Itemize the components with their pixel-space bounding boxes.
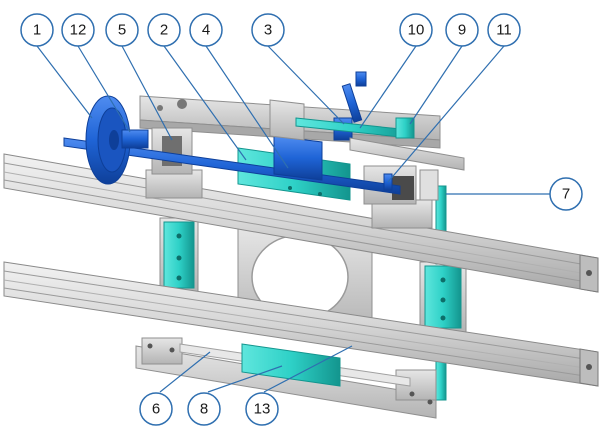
callout-9-label: 9 [458,22,466,39]
callout-11: 11 [487,13,521,47]
callout-9: 9 [445,13,479,47]
left-vertical-guide [159,217,199,293]
leader-2 [163,45,247,161]
leader-9 [409,45,463,125]
callout-11-label: 11 [496,22,512,39]
callout-7: 7 [549,177,583,211]
lower-linear-guide [241,343,341,387]
callout-8: 8 [187,392,221,426]
callout-5-label: 5 [118,22,126,39]
right-bracket [349,137,465,201]
callout-5: 5 [105,13,139,47]
callout-4: 4 [189,13,223,47]
callout-3: 3 [251,13,285,47]
leader-12 [77,45,131,133]
callout-8-label: 8 [200,401,208,418]
callout-2-label: 2 [160,22,168,39]
leader-4 [205,45,289,169]
leader-lines [36,45,550,393]
callout-3-label: 3 [264,22,272,39]
leader-6 [159,351,211,393]
leader-13 [263,345,353,393]
callout-6: 6 [139,392,173,426]
leader-5 [121,45,173,141]
screw-nut-block [269,99,323,181]
callout-6-label: 6 [152,401,160,418]
shaft-coupling [121,129,149,149]
callout-4-label: 4 [202,22,210,39]
bottom-carriage [135,337,437,419]
callout-10-label: 10 [408,22,425,39]
callout-1: 1 [20,13,54,47]
callout-10: 10 [399,13,433,47]
callout-7-label: 7 [562,186,570,203]
leader-10 [359,45,417,129]
right-vertical-guide [419,185,467,401]
lower-extrusion-rail [3,261,599,387]
callout-13: 13 [245,392,279,426]
callout-1-label: 1 [33,22,41,39]
callout-12: 12 [61,13,95,47]
callout-2: 2 [147,13,181,47]
callout-13-label: 13 [254,401,271,418]
leader-1 [36,45,93,119]
leader-3 [267,45,345,125]
leader-8 [207,365,283,393]
callout-12-label: 12 [70,22,87,39]
leader-11 [387,45,505,183]
handwheel[interactable] [85,95,149,185]
